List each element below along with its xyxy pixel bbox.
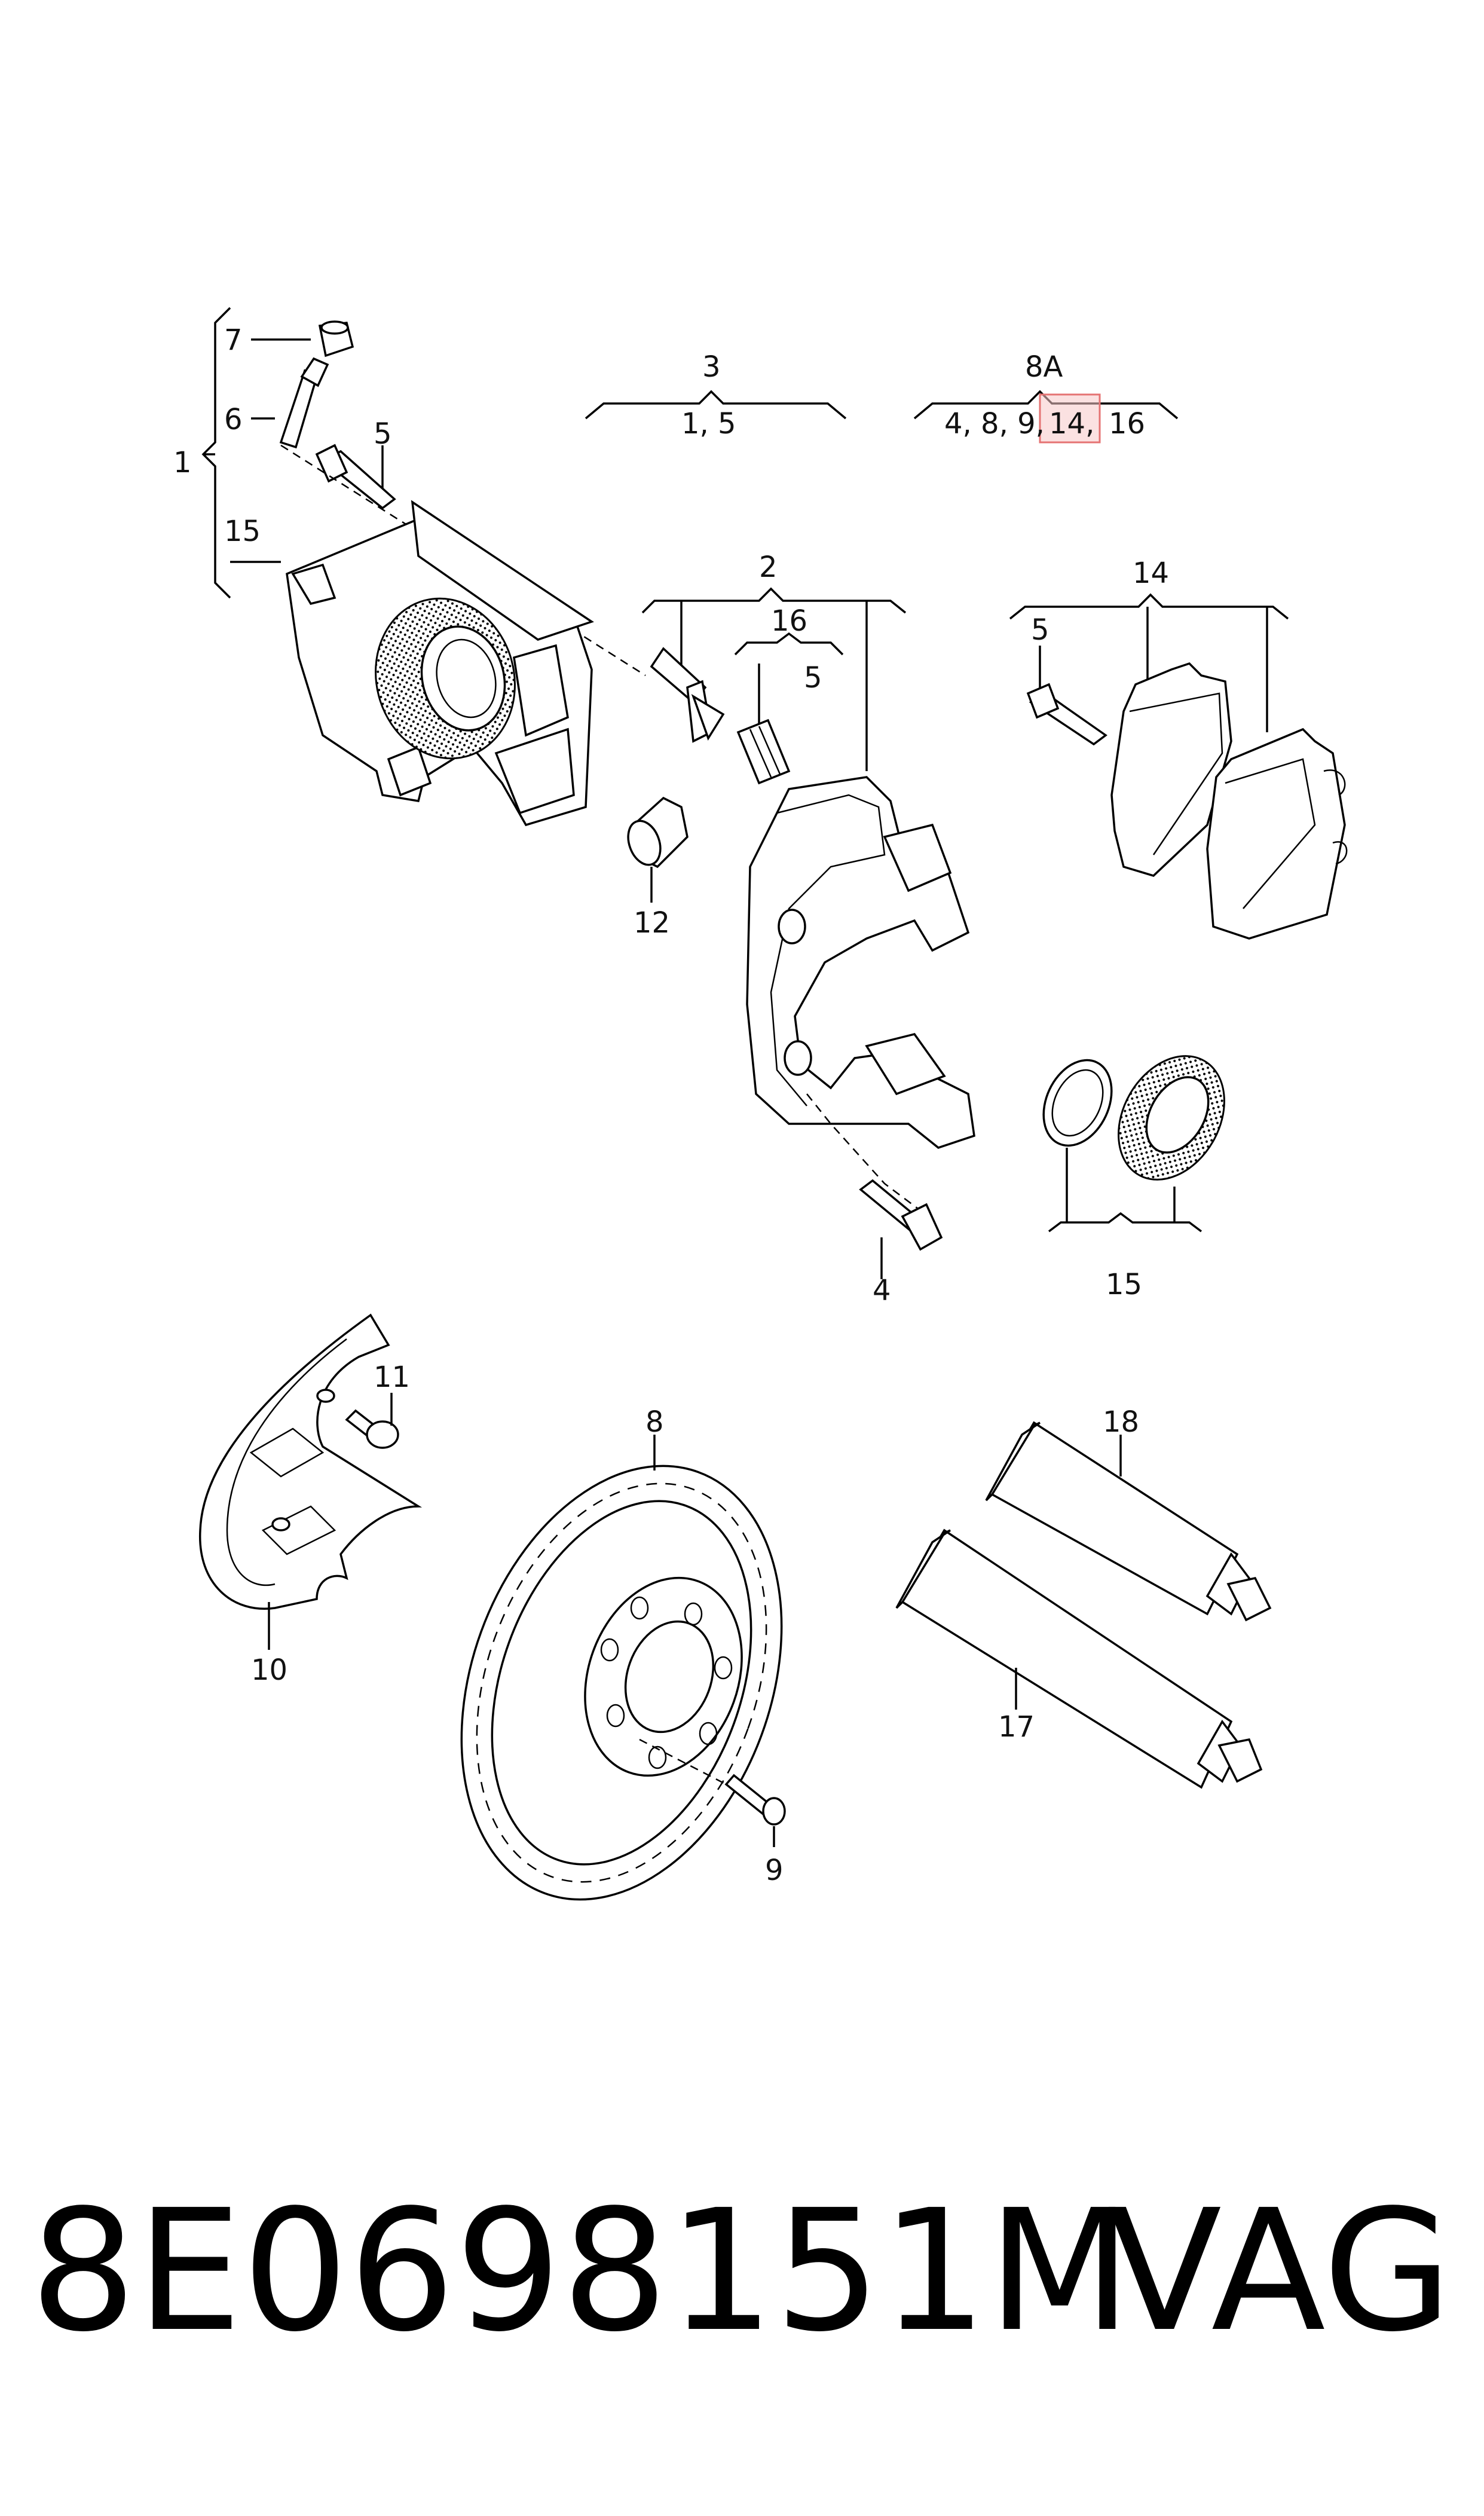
label-14: 14: [1133, 557, 1169, 590]
seal-kit: [1042, 1055, 1225, 1233]
label-8a-sub-a: 4, 8, 9,: [944, 407, 1045, 441]
label-17: 17: [998, 1710, 1035, 1744]
footer: 8E0698151M VAG: [30, 2176, 1464, 2367]
label-5-caliper: 5: [374, 417, 392, 451]
bolt-11: [345, 1393, 399, 1449]
label-8: 8: [645, 1405, 664, 1439]
label-9: 9: [765, 1854, 784, 1887]
label-10: 10: [251, 1653, 287, 1687]
label-5-pin: 5: [804, 661, 822, 695]
label-8a-sub-highlight: 14,: [1049, 407, 1094, 441]
kit-8a-bracket: [913, 390, 1179, 444]
callout-labels: 1 7 6 5 15 3 1, 5 8A 4, 8, 9, 14, 16 2 1…: [173, 323, 1169, 1887]
brake-disc: [460, 1435, 783, 1901]
label-15-seals: 15: [1106, 1268, 1142, 1301]
label-12: 12: [634, 906, 670, 940]
label-2: 2: [759, 551, 778, 584]
label-4: 4: [873, 1274, 891, 1307]
label-15-caliper: 15: [224, 515, 261, 548]
splash-shield: [199, 1313, 423, 1650]
label-18: 18: [1103, 1405, 1139, 1439]
label-8a-sub-c: 16: [1109, 407, 1145, 441]
cap-12: [627, 796, 689, 903]
bolt-4: [859, 1179, 943, 1279]
exploded-brake-diagram: 1 7 6 5 15 3 1, 5 8A 4, 8, 9, 14, 16 2 1…: [173, 307, 1348, 1901]
brake-pads: [1009, 593, 1348, 940]
label-16: 16: [771, 604, 807, 638]
label-6: 6: [224, 403, 243, 436]
label-11: 11: [374, 1361, 410, 1394]
label-1: 1: [173, 446, 192, 479]
carrier-bracket: [746, 776, 975, 1220]
brand-name: VAG: [1107, 2174, 1452, 2369]
screw-9: [639, 1738, 786, 1847]
kit-3-bracket: [585, 390, 847, 420]
label-7: 7: [224, 323, 243, 357]
label-3: 3: [702, 350, 721, 384]
label-3-sub: 1, 5: [681, 407, 736, 441]
part-number: 8E0698151M: [30, 2174, 1132, 2369]
caliper-group: [201, 307, 646, 827]
label-5-pads: 5: [1031, 613, 1049, 647]
label-8a: 8A: [1025, 350, 1063, 384]
grease-tubes: [895, 1421, 1272, 1789]
guide-pin-group: [641, 587, 907, 785]
